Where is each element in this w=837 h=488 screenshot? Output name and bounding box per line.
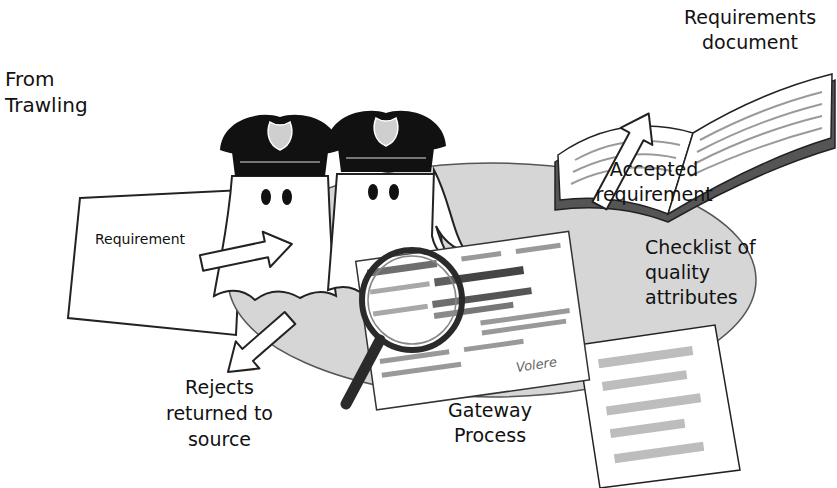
flow-arrow: [592, 114, 652, 210]
book-heading: Requirements document: [665, 5, 835, 55]
card-line: [434, 302, 514, 319]
card-line: [381, 362, 461, 378]
card-line: [464, 339, 524, 352]
card-line: [367, 260, 437, 277]
card-line: [461, 251, 501, 262]
checklist-bar: [614, 442, 704, 463]
card-line: [373, 304, 428, 317]
card-line: [434, 266, 524, 286]
ghost-eye: [368, 184, 378, 200]
book-text-lines: [571, 92, 822, 184]
checklist-bar: [610, 419, 686, 438]
cap-stripe: [240, 161, 320, 163]
ghost-body: [214, 176, 336, 300]
paper-sheet: [68, 190, 243, 335]
card-sheet: [356, 231, 590, 409]
ghost-eye: [261, 189, 271, 205]
card-line: [432, 287, 532, 308]
cap-badge: [268, 122, 292, 150]
police-cap: [220, 115, 340, 157]
lens-inner: [368, 256, 456, 344]
reject-label: Rejects returned to source: [152, 374, 287, 452]
ghost-inspector: [214, 115, 340, 300]
card-line: [516, 243, 561, 254]
lens-rim: [362, 250, 462, 350]
paper-label: Requirement: [95, 230, 215, 248]
checklist-bar: [602, 370, 687, 391]
ghost-eye: [282, 189, 292, 205]
ghost-inspector: [326, 111, 466, 296]
reject-arrow: [228, 312, 295, 372]
gateway-label: Gateway Process: [430, 398, 550, 448]
flow-arrow: [200, 232, 292, 271]
cap-stripe: [346, 157, 426, 159]
card-line: [380, 349, 450, 364]
card-line: [480, 308, 570, 325]
checklist-bar: [598, 346, 693, 368]
card-line: [370, 281, 430, 294]
magnifying-glass: [346, 250, 462, 404]
checklist-bar: [606, 393, 701, 415]
ghost-hair: [432, 170, 466, 262]
police-cap: [326, 111, 446, 153]
requirement-card: [356, 231, 590, 409]
ghost-body: [328, 174, 446, 296]
source-label: From Trawling: [5, 66, 105, 118]
checklist-sheet: [578, 325, 740, 488]
requirements-book: Requirements document: [550, 5, 837, 222]
lens-handle: [346, 340, 380, 404]
quality-checklist: Checklist of quality attributes: [575, 235, 805, 488]
cap-badge: [374, 118, 398, 146]
ghost-eye: [389, 184, 399, 200]
cap-band: [232, 152, 328, 176]
checklist-heading: Checklist of quality attributes: [645, 235, 770, 310]
card-line: [482, 319, 567, 336]
requirement-paper: Requirement: [68, 188, 246, 338]
cap-band: [338, 148, 434, 172]
node-outline: [68, 188, 246, 338]
